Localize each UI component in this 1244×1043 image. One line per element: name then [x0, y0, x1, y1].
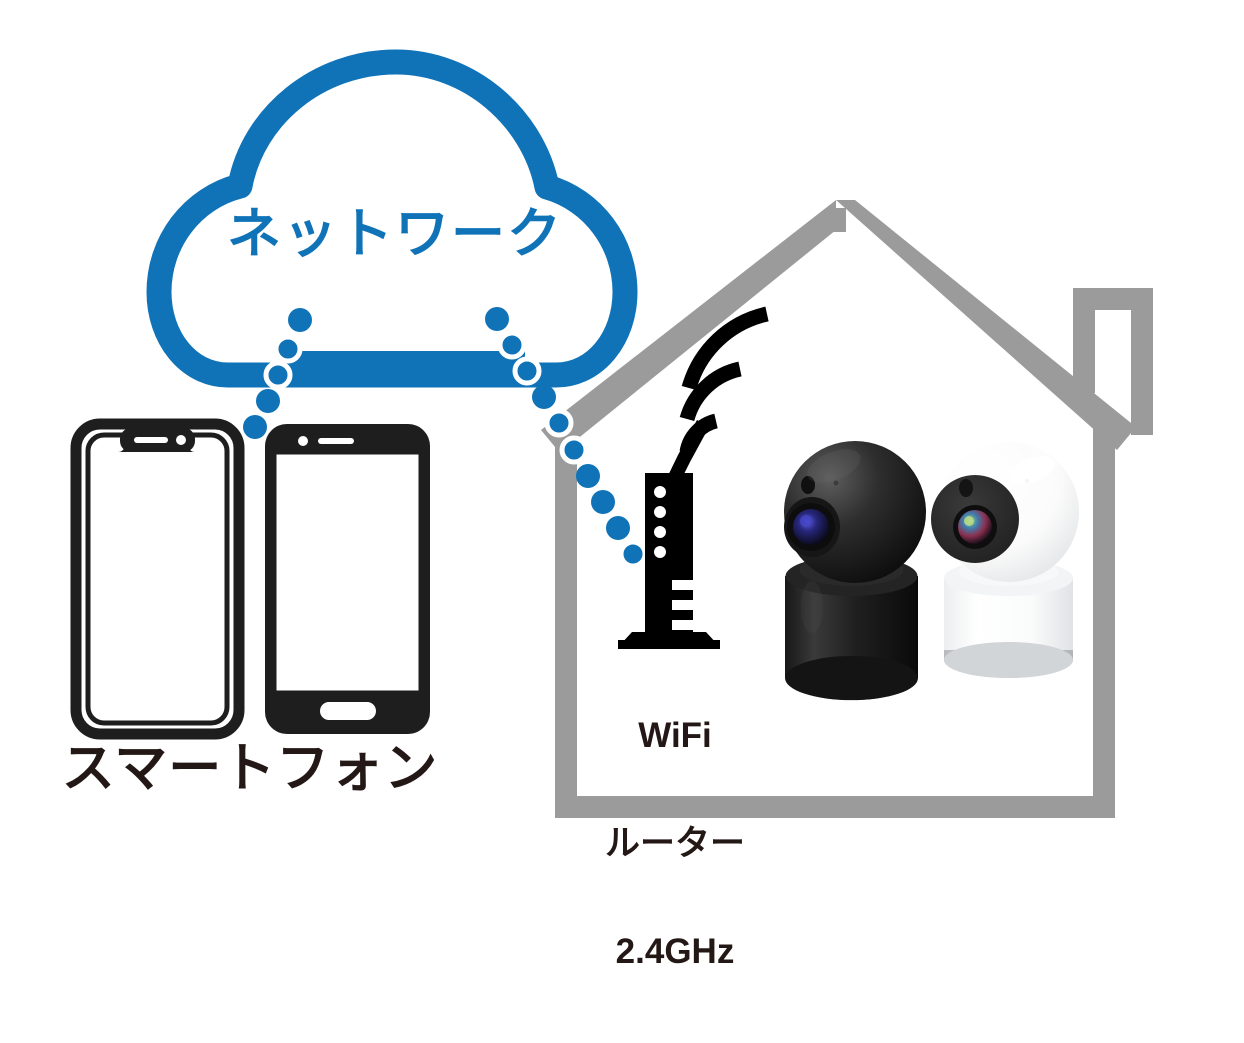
router-label-line3: 2.4GHz: [615, 932, 735, 972]
cloud-to-smartphone-link: [243, 308, 312, 439]
security-camera-black: [784, 441, 926, 701]
cloud-shape: [146, 49, 638, 388]
cloud-to-router-link: [485, 307, 648, 569]
diagram-graphics: [70, 49, 1153, 818]
security-camera-white: [931, 442, 1079, 678]
router-label-line1: WiFi: [638, 716, 712, 756]
router-label-line2: ルーター: [604, 824, 745, 864]
cloud-label: ネットワーク: [227, 204, 563, 264]
wifi-router-icon: [618, 420, 720, 649]
house-outline: [541, 200, 1153, 818]
router-label: WiFi ルーター 2.4GHz: [540, 646, 810, 1043]
smartphone-bezel: [265, 424, 430, 734]
diagram-canvas: ネットワーク WiFi ルーター 2.4GHz スマートフォン: [61, 49, 1153, 970]
smartphone-notch: [70, 418, 245, 740]
smartphone-label: スマートフォン: [61, 739, 439, 798]
